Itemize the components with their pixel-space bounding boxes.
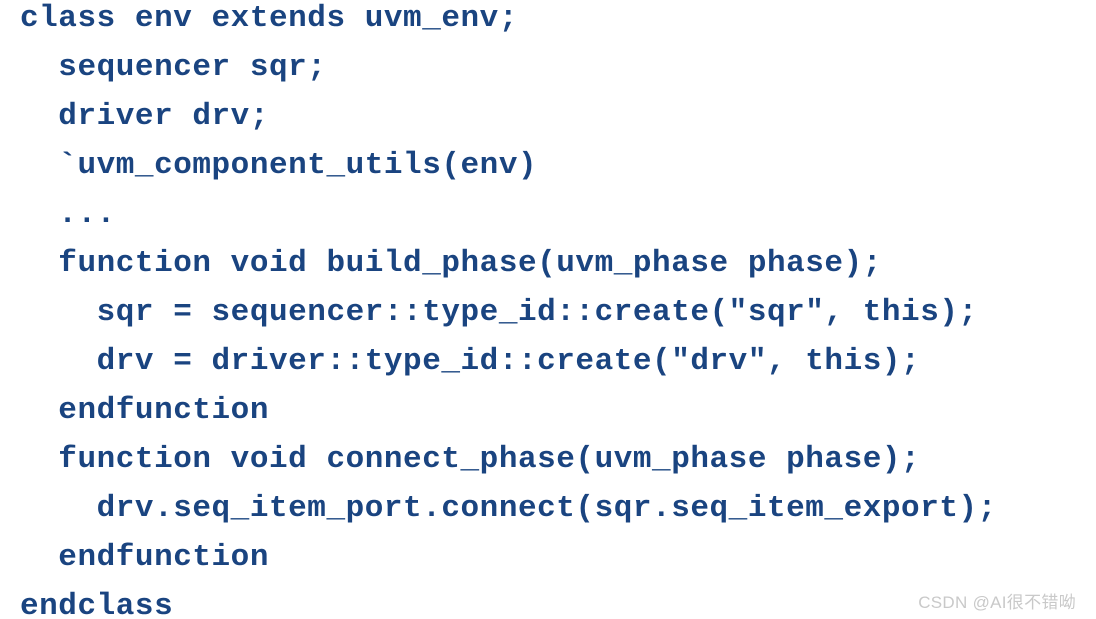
code-line: drv.seq_item_port.connect(sqr.seq_item_e… <box>20 491 997 526</box>
code-line: drv = driver::type_id::create("drv", thi… <box>20 344 921 379</box>
code-line: sqr = sequencer::type_id::create("sqr", … <box>20 295 978 330</box>
code-line: function void build_phase(uvm_phase phas… <box>20 246 882 281</box>
code-line: endfunction <box>20 540 269 575</box>
code-line: driver drv; <box>20 99 269 134</box>
code-line: class env extends uvm_env; <box>20 1 518 36</box>
code-line: sequencer sqr; <box>20 50 327 85</box>
code-line: ... <box>20 197 116 232</box>
code-line: endclass <box>20 589 174 619</box>
code-line: `uvm_component_utils(env) <box>20 148 538 183</box>
csdn-watermark: CSDN @AI很不错呦 <box>918 593 1076 612</box>
code-line: function void connect_phase(uvm_phase ph… <box>20 442 921 477</box>
code-line: endfunction <box>20 393 269 428</box>
